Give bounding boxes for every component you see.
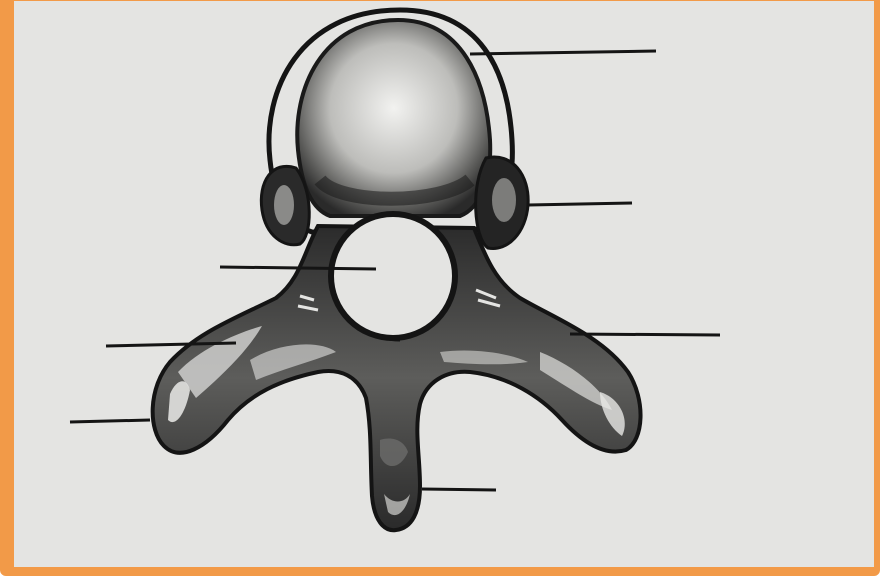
label-line-superior-facet: [528, 203, 632, 205]
label-line-transverse-process-right: [570, 334, 720, 335]
label-line-vertebral-body: [470, 51, 656, 54]
label-line-transverse-process-left: [70, 420, 150, 422]
label-line-spinous-process: [422, 489, 496, 490]
label-line-vertebral-foramen: [220, 267, 376, 269]
vertebra-diagram: [14, 1, 874, 567]
